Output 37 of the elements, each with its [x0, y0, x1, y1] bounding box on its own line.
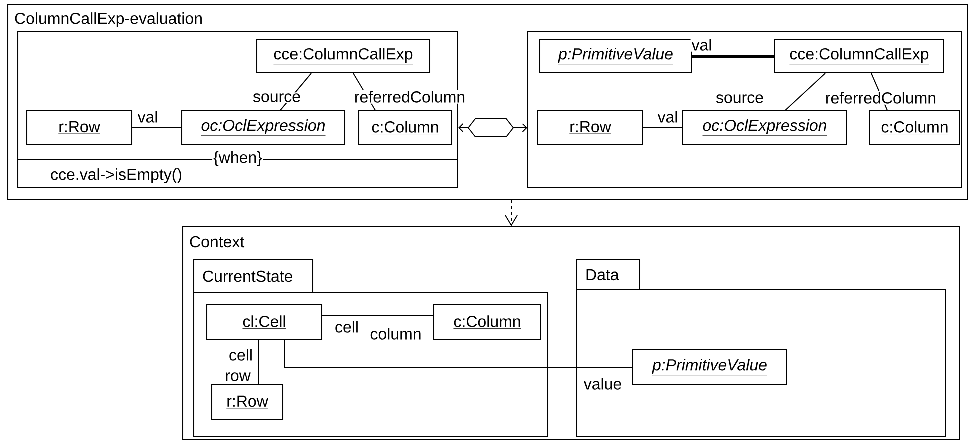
object-box: r:Row — [26, 110, 133, 146]
constraint-text: cce.val->isEmpty() — [51, 168, 182, 184]
relation-arrow — [458, 118, 528, 138]
frame-title: ColumnCallExp-evaluation — [15, 12, 202, 28]
role-label: source — [715, 94, 766, 104]
object-box: p:PrimitiveValue — [632, 350, 788, 386]
role-label: source — [252, 92, 302, 104]
dependency-arrow — [505, 200, 518, 226]
object-box: oc:OclExpression — [182, 110, 346, 146]
object-box: cce:ColumnCallExp — [256, 40, 430, 74]
role-label: val — [690, 38, 714, 52]
role-label: cell — [228, 348, 254, 362]
association-line — [258, 340, 260, 385]
object-box: r:Row — [212, 384, 284, 420]
role-label: val — [136, 110, 160, 124]
role-label: cell — [334, 320, 360, 334]
constraint-keyword: {when} — [212, 150, 264, 168]
role-label: referredColumn — [353, 90, 467, 104]
role-label: value — [582, 377, 624, 391]
frame-title: Context — [190, 236, 245, 248]
role-label: val — [656, 110, 680, 124]
object-box: cl:Cell — [206, 304, 322, 340]
object-box: c:Column — [358, 110, 452, 146]
association-line — [284, 340, 633, 368]
association-line — [785, 73, 826, 111]
association-line — [692, 55, 774, 58]
pattern-box — [528, 32, 962, 188]
object-box: oc:OclExpression — [682, 110, 848, 146]
object-box: cce:ColumnCallExp — [774, 40, 944, 74]
association-line — [322, 315, 434, 316]
object-box: c:Column — [434, 304, 542, 340]
role-label: row — [224, 372, 252, 382]
object-box: r:Row — [538, 110, 644, 146]
role-label: referredColumn — [824, 91, 938, 105]
object-box: c:Column — [870, 110, 960, 146]
role-label: column — [369, 327, 423, 341]
object-box: p:PrimitiveValue — [540, 40, 692, 74]
